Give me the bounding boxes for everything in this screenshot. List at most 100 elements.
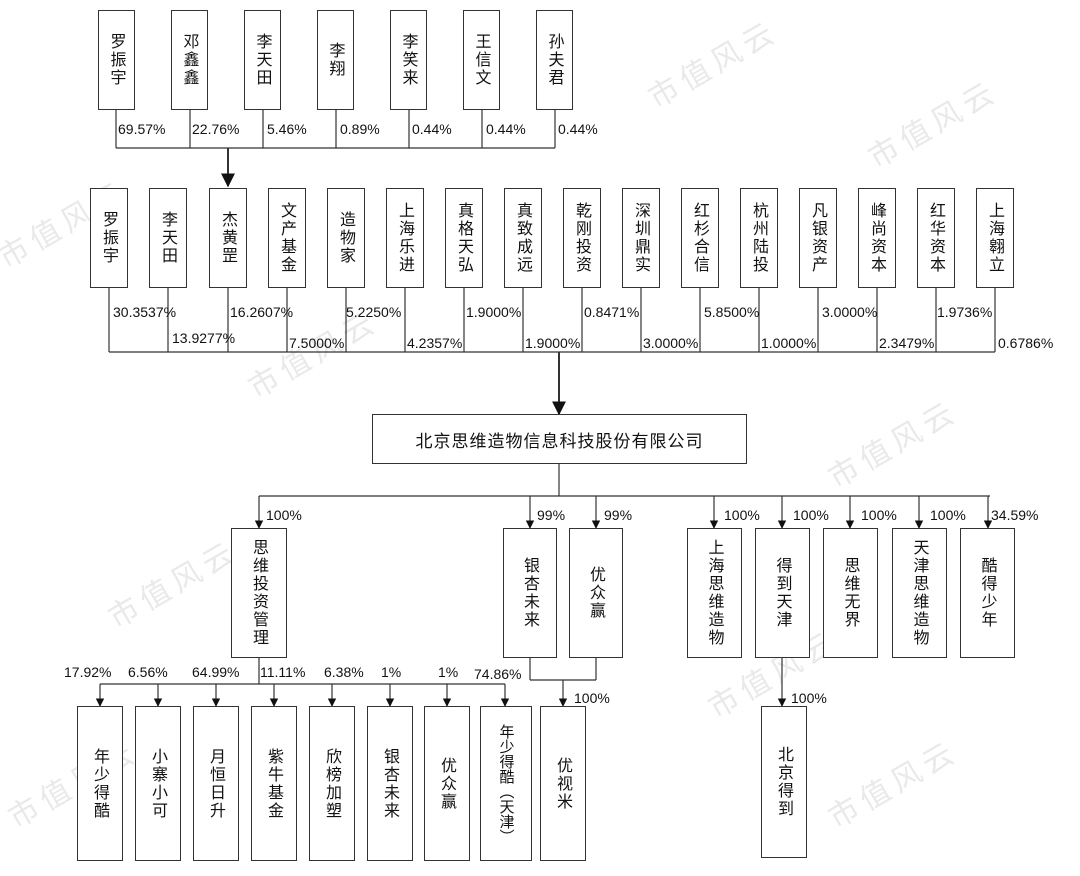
shareholder-pct: 1.9000% bbox=[466, 304, 522, 320]
investment-name: 小寨小可 bbox=[149, 747, 168, 820]
subsidiary-name: 思维投资管理 bbox=[250, 539, 269, 647]
investment-name: 年少得酷 bbox=[91, 747, 110, 820]
shareholder-pct: 3.0000% bbox=[822, 304, 878, 320]
shareholder-box: 罗振宇 bbox=[90, 188, 128, 288]
subsidiary-pct: 99% bbox=[604, 507, 633, 523]
shareholder-box: 峰尚资本 bbox=[858, 188, 896, 288]
investment-box: 年少得酷 bbox=[77, 706, 123, 861]
shareholder-pct: 3.0000% bbox=[643, 335, 699, 351]
shareholder-pct: 1.0000% bbox=[761, 335, 817, 351]
top-shareholder-box: 李笑来 bbox=[390, 10, 427, 110]
shareholder-box: 乾刚投资 bbox=[563, 188, 601, 288]
shareholder-name: 峰尚资本 bbox=[868, 202, 887, 274]
shareholder-pct: 5.8500% bbox=[704, 304, 760, 320]
shareholder-name: 杭州陆投 bbox=[750, 202, 769, 274]
top-shareholder-name: 孙夫君 bbox=[545, 33, 565, 87]
shareholder-box: 上海乐进 bbox=[386, 188, 424, 288]
top-shareholder-pct: 0.44% bbox=[558, 121, 598, 137]
top-shareholder-name: 李翔 bbox=[326, 42, 346, 78]
top-shareholder-pct: 0.89% bbox=[340, 121, 380, 137]
shareholder-name: 真格天弘 bbox=[455, 202, 474, 274]
shareholder-box: 凡银资产 bbox=[799, 188, 837, 288]
subsidiary-pct: 100% bbox=[930, 507, 966, 523]
shareholder-name: 上海翱立 bbox=[986, 202, 1005, 274]
subsidiary-box: 思维无界 bbox=[823, 528, 878, 658]
beijing-dedao-name: 北京得到 bbox=[775, 746, 794, 818]
subsidiary-name: 上海思维造物 bbox=[705, 539, 725, 647]
shareholder-pct: 0.8471% bbox=[584, 304, 640, 320]
company-box: 北京思维造物信息科技股份有限公司 bbox=[372, 414, 747, 464]
investment-pct: 1% bbox=[438, 664, 459, 680]
top-shareholder-pct: 69.57% bbox=[118, 121, 166, 137]
shareholder-pct: 5.2250% bbox=[346, 304, 402, 320]
investment-pct: 11.11% bbox=[260, 664, 306, 680]
investment-pct: 17.92% bbox=[64, 664, 112, 680]
top-shareholder-box: 王信文 bbox=[463, 10, 500, 110]
shareholder-name: 文产基金 bbox=[278, 202, 297, 274]
shareholder-pct: 4.2357% bbox=[407, 335, 463, 351]
top-shareholder-name: 邓鑫鑫 bbox=[180, 33, 200, 87]
shareholder-box: 李天田 bbox=[149, 188, 187, 288]
subsidiary-box: 上海思维造物 bbox=[687, 528, 742, 658]
company-name: 北京思维造物信息科技股份有限公司 bbox=[415, 431, 704, 452]
beijing-dedao-pct: 100% bbox=[791, 690, 827, 706]
investment-box: 优众赢 bbox=[424, 706, 470, 861]
investment-box: 小寨小可 bbox=[135, 706, 181, 861]
shareholder-name: 杰黄罡 bbox=[219, 211, 238, 265]
top-shareholder-box: 李翔 bbox=[317, 10, 354, 110]
shareholder-box: 造物家 bbox=[327, 188, 365, 288]
subsidiary-name: 银杏未来 bbox=[521, 557, 540, 629]
subsidiary-box: 天津思维造物 bbox=[892, 528, 947, 658]
shareholder-box: 杭州陆投 bbox=[740, 188, 778, 288]
subsidiary-name: 优众赢 bbox=[587, 566, 606, 620]
investment-box: 银杏未来 bbox=[367, 706, 413, 861]
shareholder-box: 上海翱立 bbox=[976, 188, 1014, 288]
investment-box: 月恒日升 bbox=[193, 706, 239, 861]
top-shareholder-box: 罗振宇 bbox=[98, 10, 135, 110]
subsidiary-pct: 100% bbox=[724, 507, 760, 523]
top-shareholder-pct: 0.44% bbox=[486, 121, 526, 137]
shareholder-pct: 1.9736% bbox=[937, 304, 993, 320]
shareholder-pct: 7.5000% bbox=[289, 335, 345, 351]
shareholder-box: 文产基金 bbox=[268, 188, 306, 288]
shareholder-pct: 1.9000% bbox=[525, 335, 581, 351]
investment-box: 年少得酷（天津） bbox=[480, 706, 532, 861]
youshimi-pct: 100% bbox=[574, 690, 610, 706]
subsidiary-box: 酷得少年 bbox=[960, 528, 1015, 658]
shareholder-box: 深圳鼎实 bbox=[622, 188, 660, 288]
subsidiary-box: 思维投资管理 bbox=[231, 528, 287, 658]
top-shareholder-name: 罗振宇 bbox=[107, 33, 127, 87]
investment-name: 优众赢 bbox=[438, 756, 457, 811]
investment-pct: 6.38% bbox=[324, 664, 364, 680]
investment-pct: 1% bbox=[381, 664, 402, 680]
youshimi-name: 优视米 bbox=[554, 756, 573, 811]
investment-name: 月恒日升 bbox=[207, 747, 226, 820]
shareholder-name: 深圳鼎实 bbox=[632, 202, 651, 274]
investment-pct: 64.99% bbox=[192, 664, 240, 680]
top-shareholder-pct: 0.44% bbox=[412, 121, 452, 137]
shareholder-name: 红杉合信 bbox=[691, 202, 710, 274]
shareholder-name: 乾刚投资 bbox=[573, 202, 592, 274]
investment-box: 紫牛基金 bbox=[251, 706, 297, 861]
subsidiary-pct: 34.59% bbox=[991, 507, 1039, 523]
top-shareholder-name: 李天田 bbox=[253, 33, 273, 87]
investment-pct: 6.56% bbox=[128, 664, 168, 680]
shareholder-box: 红华资本 bbox=[917, 188, 955, 288]
shareholder-box: 红杉合信 bbox=[681, 188, 719, 288]
subsidiary-name: 天津思维造物 bbox=[910, 539, 930, 647]
top-shareholder-box: 孙夫君 bbox=[536, 10, 573, 110]
subsidiary-box: 得到天津 bbox=[755, 528, 810, 658]
investment-name: 年少得酷（天津） bbox=[497, 723, 516, 844]
shareholder-name: 真致成远 bbox=[514, 202, 533, 274]
shareholder-pct: 30.3537% bbox=[113, 304, 177, 320]
top-shareholder-name: 王信文 bbox=[472, 33, 492, 87]
shareholder-pct: 0.6786% bbox=[998, 335, 1054, 351]
beijing-dedao-box: 北京得到 bbox=[761, 706, 807, 858]
shareholder-pct: 16.2607% bbox=[230, 304, 294, 320]
investment-name: 欣榜加塑 bbox=[323, 747, 342, 820]
shareholder-box: 真格天弘 bbox=[445, 188, 483, 288]
subsidiary-pct: 100% bbox=[861, 507, 897, 523]
youshimi-box: 优视米 bbox=[540, 706, 586, 861]
